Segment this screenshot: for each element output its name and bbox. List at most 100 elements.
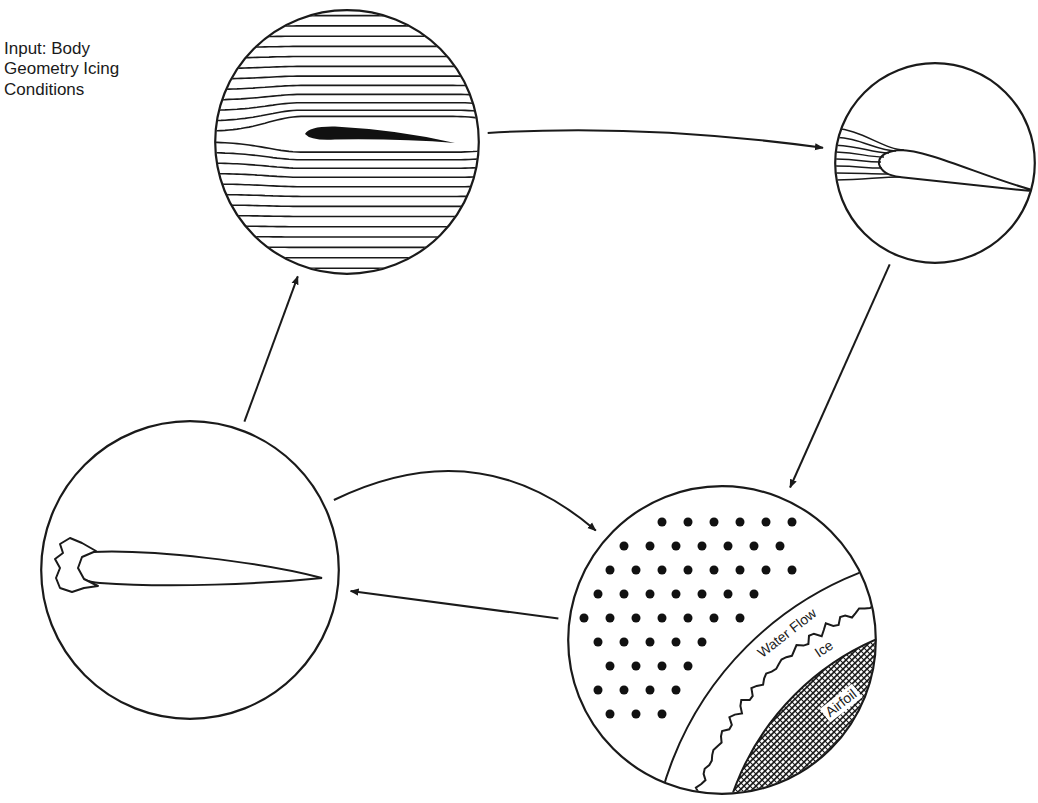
droplet <box>684 566 693 575</box>
droplet <box>646 542 655 551</box>
droplet <box>698 590 707 599</box>
droplet <box>594 590 603 599</box>
droplet <box>646 638 655 647</box>
streamline <box>205 66 489 68</box>
droplet <box>684 614 693 623</box>
airfoil-solid <box>305 126 455 143</box>
droplet <box>620 590 629 599</box>
streamline <box>205 15 489 17</box>
ice-line <box>685 583 1005 803</box>
streamline <box>205 25 489 27</box>
droplet-trajectories <box>830 128 1038 192</box>
streamline <box>205 153 489 160</box>
streamline <box>205 76 489 79</box>
droplet <box>750 542 759 551</box>
trajectory <box>830 159 881 162</box>
streamline <box>205 205 489 206</box>
droplet <box>606 710 615 719</box>
circle-outline <box>40 420 340 720</box>
droplet <box>658 710 667 719</box>
trajectory <box>830 173 888 174</box>
droplet <box>632 662 641 671</box>
droplet <box>736 566 745 575</box>
droplet <box>672 590 681 599</box>
flow-arrow <box>334 471 596 531</box>
streamline <box>205 46 489 47</box>
droplet <box>672 542 681 551</box>
droplet <box>658 518 667 527</box>
droplet <box>658 566 667 575</box>
droplet <box>580 614 589 623</box>
droplet <box>710 614 719 623</box>
droplet <box>788 518 797 527</box>
droplet <box>620 686 629 695</box>
iced-airfoil-circle <box>40 420 340 720</box>
streamline <box>205 85 489 89</box>
droplet <box>620 638 629 647</box>
streamline <box>205 267 489 269</box>
trajectory-lines <box>830 128 904 180</box>
droplet <box>646 686 655 695</box>
droplet <box>762 566 771 575</box>
circle-border <box>835 63 1035 263</box>
droplet <box>776 542 785 551</box>
droplet <box>606 566 615 575</box>
trajectory <box>830 152 884 157</box>
streamline <box>205 110 489 121</box>
droplet <box>710 518 719 527</box>
streamline <box>205 35 489 37</box>
iced-airfoil <box>55 538 322 592</box>
droplet <box>762 518 771 527</box>
droplet <box>594 638 603 647</box>
trajectory-circle <box>834 62 1036 264</box>
droplet <box>594 686 603 695</box>
circle-border <box>215 10 479 274</box>
streamline <box>205 174 489 178</box>
droplet <box>698 542 707 551</box>
droplet <box>632 566 641 575</box>
droplet <box>620 542 629 551</box>
circle-outline <box>214 9 480 275</box>
airfoil-outline <box>73 552 322 586</box>
flow-arrow <box>488 130 823 148</box>
droplet <box>710 566 719 575</box>
water-flow-line <box>650 550 1038 803</box>
droplet <box>672 638 681 647</box>
flow-field-circle: Input: Body Geometry Icing Conditions <box>214 9 480 275</box>
flow-arrow <box>244 276 297 421</box>
streamline <box>205 257 489 259</box>
circle-outline <box>834 62 1036 264</box>
droplet <box>736 614 745 623</box>
streamline <box>205 142 489 152</box>
droplet <box>750 590 759 599</box>
droplet <box>788 566 797 575</box>
trajectory <box>830 177 900 180</box>
streamline <box>205 236 489 238</box>
surface-detail <box>580 518 1038 803</box>
droplet <box>698 638 707 647</box>
droplet <box>632 614 641 623</box>
streamline <box>205 163 489 168</box>
input-label: Input: Body Geometry Icing Conditions <box>4 39 144 100</box>
droplet <box>658 614 667 623</box>
streamline <box>205 184 489 187</box>
ice-accretion-circle: Water FlowIceAirfoil <box>567 485 877 795</box>
streamline <box>205 216 489 217</box>
airfoil-outline <box>879 150 1038 192</box>
droplet <box>684 518 693 527</box>
droplet <box>646 590 655 599</box>
droplet <box>658 662 667 671</box>
streamline <box>205 195 489 197</box>
circle-border <box>41 421 339 719</box>
droplet <box>606 614 615 623</box>
droplet <box>672 686 681 695</box>
droplet <box>632 710 641 719</box>
circle-border <box>568 486 876 794</box>
flow-arrow <box>351 591 559 618</box>
ice-shape <box>55 538 98 592</box>
streamline <box>205 246 489 248</box>
droplet <box>606 662 615 671</box>
droplet <box>724 590 733 599</box>
